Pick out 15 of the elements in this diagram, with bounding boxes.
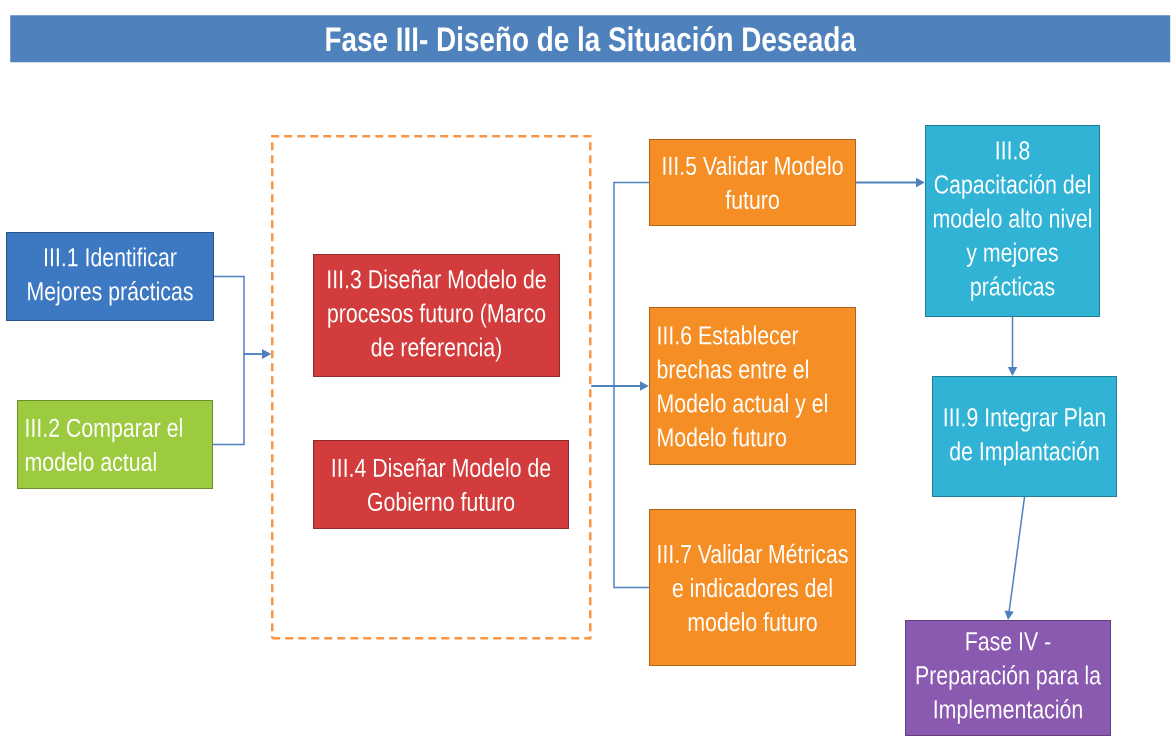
arrow [1004,496,1026,620]
process-box: III.5 Validar Modelo futuro [649,139,856,226]
process-box: III.7 Validar Métricas e indicadores del modelo futuro [649,509,856,666]
process-box: III.9 Integrar Plan de Implantación [932,376,1117,497]
arrow [212,349,271,446]
process-box: III.4 Diseñar Modelo de Gobierno futuro [313,440,569,529]
process-box: III.6 Establecer brechas entre el Modelo actual y el Modelo futuro [649,307,856,465]
process-box: III.2 Comparar el modelo actual [17,400,213,489]
process-box: III.1 Identificar Mejores prácticas [6,232,214,321]
group-box [271,135,592,640]
process-box: III.8 Capacitación del modelo alto nivel y mejores prácticas [925,125,1100,317]
process-box: III.3 Diseñar Modelo de procesos futuro (Marco de referencia) [313,254,560,377]
process-box: Fase IV - Preparación para la Implementación [905,620,1111,736]
title-bar: Fase III- Diseño de la Situación Deseada [10,15,1171,63]
connector-line [590,385,650,589]
